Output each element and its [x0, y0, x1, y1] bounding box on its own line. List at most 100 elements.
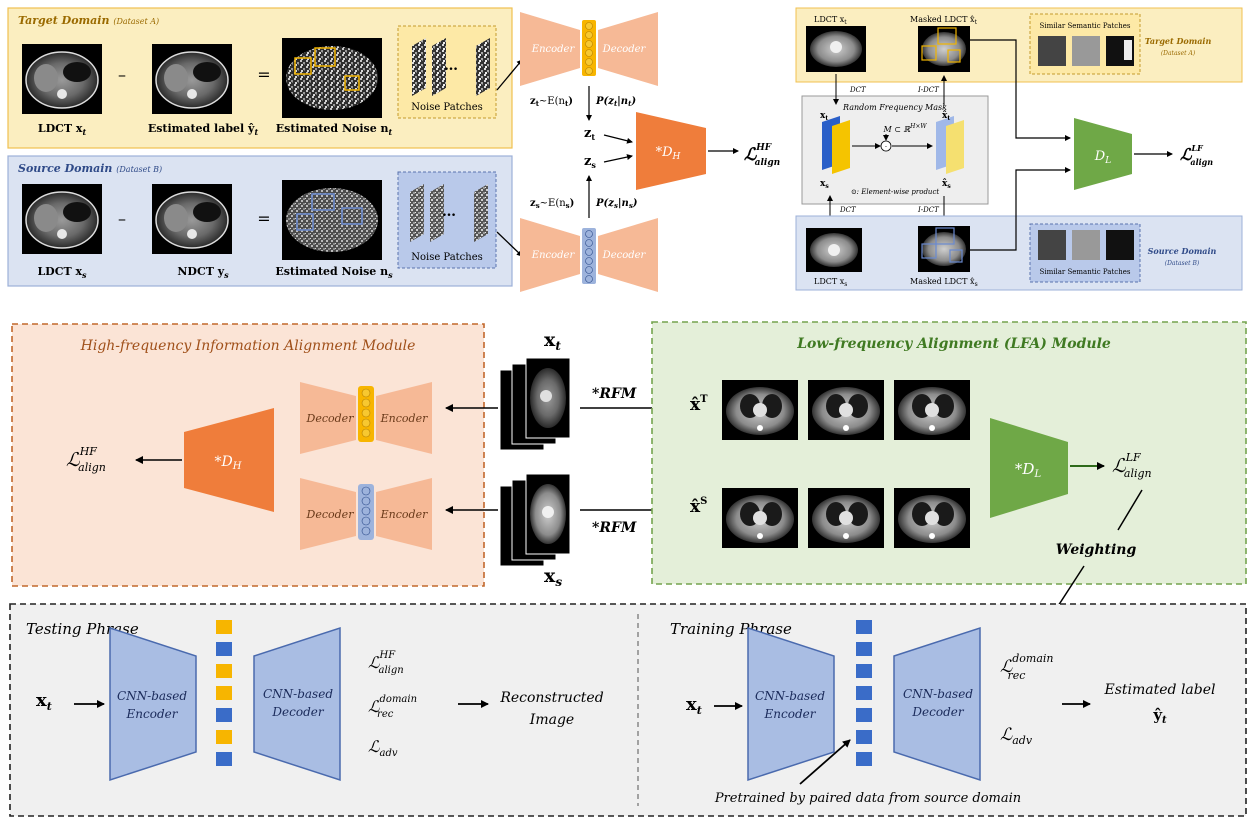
svg-text:xt: xt — [686, 694, 702, 717]
discriminator-dl-top: DL — [1074, 118, 1132, 190]
rfm-masked-xs-label: Masked LDCT x̂ — [910, 277, 975, 286]
rfm-target-sub: (Dataset A) — [1161, 50, 1196, 57]
weighting-label: Weighting — [1056, 542, 1137, 558]
ct-xhat-t-3 — [894, 380, 970, 440]
svg-text:LDCT xs: LDCT xs — [37, 265, 87, 280]
dh-middle: *DH — [184, 408, 274, 512]
ellipsis-t: … — [444, 58, 458, 74]
rfm-target-panel: LDCT xt Masked LDCT x̂t Similar Semantic… — [795, 7, 1243, 83]
svg-text:LDCT xt: LDCT xt — [814, 15, 847, 26]
similar-patches-t: Similar Semantic Patches — [1040, 22, 1131, 30]
decoder-mid-s: Decoder — [306, 508, 355, 521]
similar-patches-s: Similar Semantic Patches — [1040, 268, 1131, 276]
svg-text:Estimated Noise ns: Estimated Noise ns — [275, 265, 393, 280]
discriminator-dh-top: *DH — [636, 112, 706, 190]
loss-hf-top: ℒ — [744, 145, 757, 165]
idct-bottom: I-DCT — [917, 206, 940, 214]
cnn-encoder-training-l2: Encoder — [764, 707, 817, 721]
dct-bottom: DCT — [839, 206, 857, 214]
target-domain-subtitle: (Dataset A) — [113, 17, 159, 26]
decoder-mid-t: Decoder — [306, 412, 355, 425]
p-zt-nt: P(z — [595, 96, 614, 107]
estimated-label-l1: Estimated label — [1103, 682, 1215, 698]
ldct-target-image — [21, 43, 103, 115]
cnn-encoder-training-l1: CNN-based — [755, 689, 825, 703]
ndct-source-image — [151, 183, 233, 255]
zt-sample-eq: z — [530, 96, 536, 107]
estimated-label-l2: ŷ — [1152, 706, 1163, 724]
svg-text:·: · — [885, 143, 887, 151]
estimated-noise-ns: Estimated Noise n — [275, 265, 388, 278]
noise-patches-label-t: Noise Patches — [411, 102, 483, 113]
rfm-ldct-xt-label: LDCT x — [814, 15, 845, 24]
svg-text:Estimated Noise nt: Estimated Noise nt — [276, 122, 393, 137]
zs-label: z — [584, 154, 591, 169]
dl-middle-label: *D — [1015, 460, 1035, 478]
ct-stack-s — [499, 473, 571, 567]
encoder-decoder-top-t: Encoder Decoder — [520, 12, 658, 86]
svg-text:*DH: *DH — [215, 454, 242, 472]
svg-text:zs: zs — [584, 154, 596, 170]
svg-text:ℒadv: ℒadv — [368, 737, 398, 759]
zs-sample-eq: z — [530, 198, 536, 209]
ldct-xt-label: LDCT x — [38, 122, 83, 135]
lfa-module-title: Low-frequency Alignment (LFA) Module — [796, 336, 1111, 352]
cnn-decoder-training: CNN-based Decoder — [893, 626, 981, 782]
lfa-module-panel: Low-frequency Alignment (LFA) Module x̂T… — [651, 321, 1247, 585]
bottom-panel: Testing Phrase Training Phrase xt CNN-ba… — [9, 603, 1247, 817]
svg-text:xs: xs — [544, 565, 562, 589]
svg-text:x̂t: x̂t — [942, 110, 950, 122]
rfm-source-sub: (Dataset B) — [1165, 260, 1200, 267]
xt-training: x — [686, 694, 697, 715]
xt-middle: x — [544, 329, 556, 351]
mask-eq: M ⊂ ℝ — [882, 125, 911, 134]
rfm-box: Random Frequency Mask · M ⊂ ℝH×W ⊙: Elem… — [801, 95, 989, 205]
svg-text:P(zt|nt): P(zt|nt) — [595, 96, 636, 108]
encoder-label-top-t: Encoder — [531, 44, 576, 55]
svg-text:LDCT xt: LDCT xt — [38, 122, 87, 137]
rfm-title: Random Frequency Mask — [842, 103, 947, 112]
loss-rec-training: ℒ — [1000, 657, 1013, 677]
estimated-noise-nt: Estimated Noise n — [276, 122, 389, 135]
svg-text:xt: xt — [36, 690, 52, 713]
ndct-ys-label: NDCT y — [177, 265, 224, 278]
ct-xhat-s-1 — [722, 488, 798, 548]
xhat-s: x̂ — [690, 497, 701, 517]
equals-sign-t: = — [257, 65, 270, 84]
source-domain-panel: Source Domain (Dataset B) – = LDCT xs ND… — [7, 155, 513, 287]
cnn-encoder-testing-l1: CNN-based — [117, 689, 187, 703]
minus-sign-s: – — [118, 209, 126, 228]
pretrained-note: Pretrained by paired data from source do… — [714, 791, 1021, 806]
cnn-decoder-training-l1: CNN-based — [903, 687, 973, 701]
cnn-decoder-testing-l2: Decoder — [271, 705, 324, 719]
decoder-label-top-s: Decoder — [602, 250, 647, 261]
latent-column-testing — [216, 620, 232, 766]
rfm-masked-xt-label: Masked LDCT x̂ — [910, 15, 975, 24]
reconstructed-l2: Image — [529, 712, 574, 728]
cnn-decoder-testing: CNN-based Decoder — [253, 626, 341, 782]
rfm-label-2: *RFM — [592, 520, 637, 536]
svg-text:xs: xs — [820, 179, 829, 190]
source-domain-subtitle: (Dataset B) — [116, 165, 162, 174]
minus-sign-t: – — [118, 65, 126, 84]
encoder-mid-t: Encoder — [380, 412, 428, 425]
loss-lf-middle: ℒ — [1112, 455, 1127, 477]
dl-middle: *DL — [990, 418, 1068, 518]
rfm-source-panel: LDCT xs Masked LDCT x̂s Similar Semantic… — [795, 215, 1243, 291]
source-domain-title: Source Domain — [18, 162, 112, 175]
svg-text:Masked LDCT x̂s: Masked LDCT x̂s — [910, 277, 978, 288]
svg-text:xt: xt — [820, 111, 828, 122]
p-zs-ns: P(z — [595, 198, 614, 209]
encoder-label-top-s: Encoder — [531, 250, 576, 261]
svg-text:Estimated label ŷt: Estimated label ŷt — [148, 122, 259, 137]
ldct-xs-label: LDCT x — [37, 265, 82, 278]
ct-xhat-s-3 — [894, 488, 970, 548]
elementwise-note: ⊙: Element-wise product — [851, 188, 940, 196]
svg-text:*DL: *DL — [1015, 460, 1042, 480]
encoder-decoder-top-s: Encoder Decoder — [520, 218, 658, 292]
cnn-decoder-testing-l1: CNN-based — [263, 687, 333, 701]
loss-hf-testing: ℒ — [368, 653, 380, 672]
